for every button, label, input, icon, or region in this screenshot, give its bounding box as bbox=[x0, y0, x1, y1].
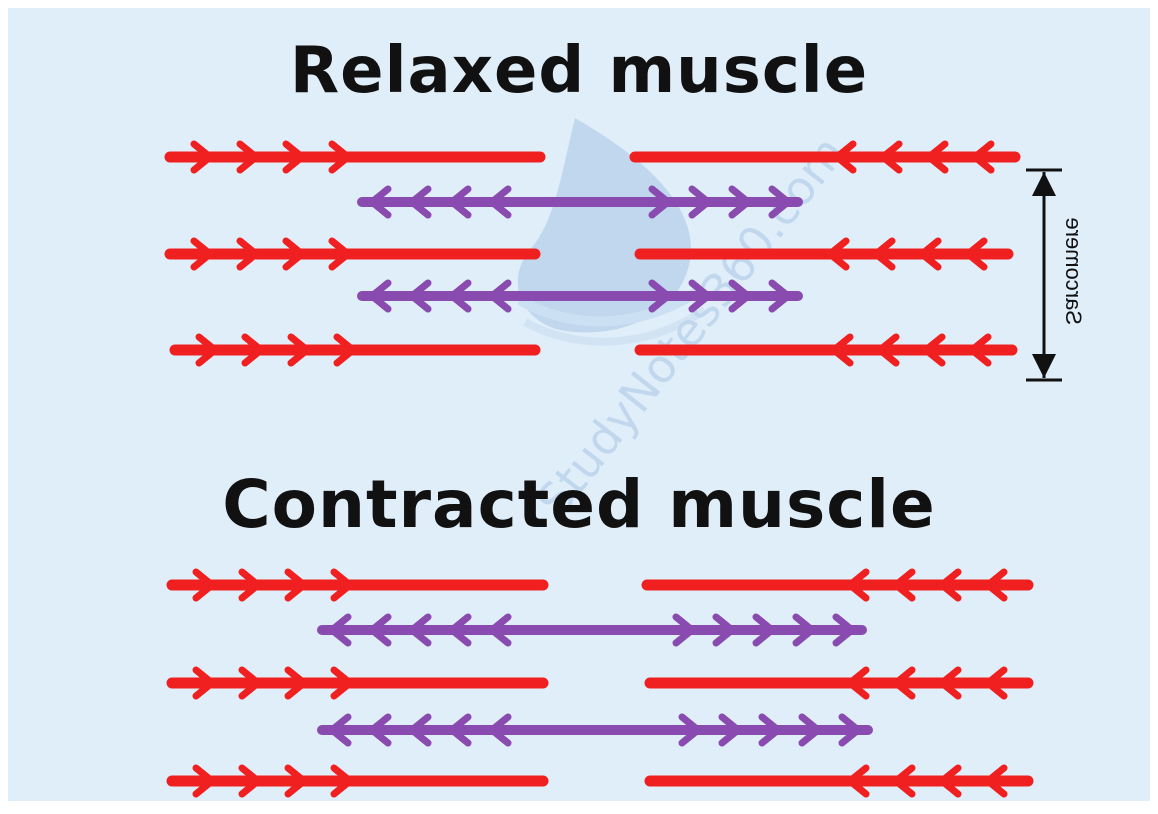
relaxed-muscle-title: Relaxed muscle bbox=[0, 34, 1158, 108]
sarcomere-label: Sarcomere bbox=[1060, 225, 1086, 325]
contracted-muscle-title: Contracted muscle bbox=[0, 466, 1158, 543]
